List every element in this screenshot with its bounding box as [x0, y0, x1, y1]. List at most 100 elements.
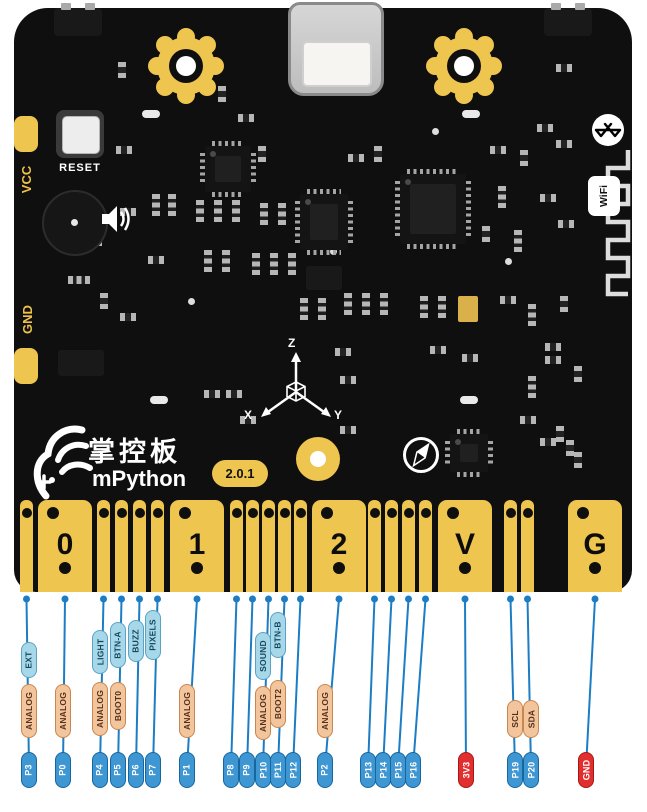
pin-pill-p13: P13 — [360, 752, 376, 788]
pad-hole — [447, 507, 459, 519]
pin-pill-p15: P15 — [390, 752, 406, 788]
edge-pad-small — [521, 500, 534, 592]
edge-pad-small — [20, 500, 33, 592]
callout-dot — [23, 595, 30, 603]
smd-component — [168, 194, 176, 216]
smd-component — [240, 416, 256, 424]
callout-line — [62, 598, 66, 769]
chip-pins — [395, 181, 400, 237]
pad-hole — [369, 508, 380, 518]
pad-hole — [263, 508, 274, 518]
callout-line — [186, 598, 198, 769]
callout-lines — [23, 595, 599, 769]
smd-component — [100, 293, 108, 309]
pad-hole — [459, 562, 471, 574]
smd-component — [118, 62, 126, 78]
chip-pins — [295, 201, 300, 243]
pin-tag-light: LIGHT — [92, 630, 108, 674]
smd-component — [574, 366, 582, 382]
edge-pad-small — [368, 500, 381, 592]
pad-hole — [179, 507, 191, 519]
buzzer — [42, 190, 108, 256]
brand-title-cn: 掌控板 — [88, 437, 181, 467]
mounting-hole-left — [148, 28, 224, 104]
smd-component — [556, 426, 564, 442]
callout-dot — [281, 595, 288, 603]
speaker-icon — [102, 206, 130, 232]
pin-pill-p4: P4 — [92, 752, 108, 788]
callout-dot — [335, 595, 343, 603]
pin-tag-sound: SOUND — [255, 632, 271, 680]
pad-hole — [191, 562, 203, 574]
smd-component — [204, 390, 220, 398]
smd-component — [196, 200, 204, 222]
chip-pins — [307, 250, 341, 255]
smd-component — [514, 230, 522, 252]
callout-dot — [591, 595, 599, 603]
smd-component — [300, 298, 308, 320]
pad-hole — [321, 507, 333, 519]
smd-component — [540, 194, 556, 202]
usb-c-port — [288, 2, 384, 96]
smd-component — [232, 200, 240, 222]
pin-pill-p7: P7 — [145, 752, 161, 788]
pin1-marker — [405, 179, 411, 185]
edge-pad-1: 1 — [170, 500, 224, 592]
pin-tag-analog: ANALOG — [21, 684, 37, 738]
smd-component — [520, 416, 536, 424]
smd-component — [438, 296, 446, 318]
via-dot — [505, 258, 512, 265]
qfp-chip — [445, 429, 493, 477]
smd-component — [120, 313, 136, 321]
callout-dot — [388, 595, 395, 603]
edge-pad-small — [133, 500, 146, 592]
callout-dot — [297, 595, 304, 603]
smd-component — [560, 296, 568, 312]
smd-component — [252, 253, 260, 275]
pad-hole — [247, 508, 258, 518]
pin-pill-p14: P14 — [375, 752, 391, 788]
smd-component — [68, 276, 90, 284]
edge-pad-label: 2 — [330, 528, 348, 561]
chip-pins — [407, 244, 459, 249]
pin-tag-analog: ANALOG — [255, 686, 271, 740]
pad-hole — [231, 508, 242, 518]
bluetooth-icon — [592, 114, 624, 146]
smd-component — [556, 140, 572, 148]
qfp-chip — [295, 189, 353, 255]
smd-component — [288, 253, 296, 275]
callout-line — [464, 598, 467, 769]
smd-component — [520, 150, 528, 166]
pin-tag-analog: ANALOG — [317, 684, 333, 738]
pad-hole — [420, 508, 431, 518]
pin-tag-boot0: BOOT0 — [110, 682, 126, 730]
callout-dot — [100, 595, 107, 603]
callout-line — [230, 598, 238, 769]
smd-component — [340, 376, 356, 384]
smd-component — [218, 86, 226, 102]
pad-hole — [21, 508, 32, 518]
edge-pad-label: V — [454, 528, 475, 561]
callout-line — [292, 598, 302, 769]
ic-component — [58, 350, 104, 376]
smd-component — [362, 293, 370, 315]
callout-line — [246, 598, 254, 769]
edge-pad-small — [504, 500, 517, 592]
edge-pad-label: 1 — [188, 528, 206, 561]
smd-component — [545, 356, 561, 364]
edge-pad-G: G — [568, 500, 622, 592]
pad-hole — [98, 508, 109, 518]
mpython-logo-icon — [33, 425, 93, 500]
smd-component — [340, 426, 356, 434]
callout-line — [509, 598, 516, 769]
callout-dot — [249, 595, 256, 603]
edge-pad-small — [402, 500, 415, 592]
pad-hole — [333, 562, 345, 574]
callout-line — [526, 598, 532, 769]
callout-line — [412, 598, 427, 769]
smd-component — [574, 452, 582, 468]
smd-component — [152, 194, 160, 216]
callout-dot — [233, 595, 240, 603]
